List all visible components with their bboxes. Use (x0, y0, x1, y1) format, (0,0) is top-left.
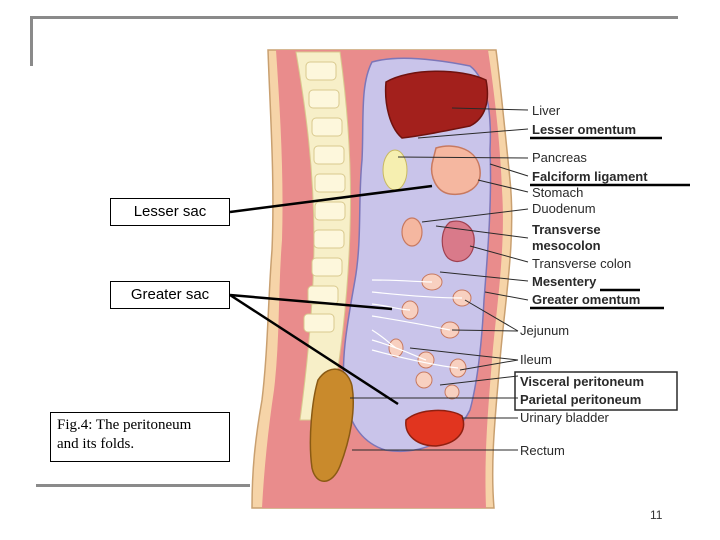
liver (384, 70, 489, 139)
label-duodenum: Duodenum (532, 201, 596, 216)
label-transverse-mesocolon-line2: mesocolon (532, 238, 601, 253)
frame-top-rule (30, 16, 678, 19)
caption-line-1: Fig.4: The peritoneum (57, 417, 192, 433)
frame-bottom-rule (36, 484, 250, 487)
label-urinary-bladder: Urinary bladder (520, 410, 610, 425)
mesentery-folds (371, 279, 463, 369)
vertebrae (303, 61, 346, 333)
label-underlines (530, 136, 690, 310)
duodenum (401, 217, 423, 247)
label-mesentery: Mesentery (532, 274, 597, 289)
frame-left-rule (30, 16, 33, 66)
rectum (309, 368, 354, 482)
greater-sac-box: Greater sac (110, 281, 230, 309)
label-stomach: Stomach (532, 185, 583, 200)
page-number: 11 (650, 508, 663, 522)
caption-line-2: and its folds. (57, 436, 135, 452)
leader-lines (229, 107, 529, 451)
label-parietal-peritoneum: Parietal peritoneum (520, 392, 641, 407)
pancreas (382, 149, 408, 191)
label-falciform-ligament: Falciform ligament (532, 169, 648, 184)
label-visceral-peritoneum: Visceral peritoneum (520, 374, 644, 389)
label-rectum: Rectum (520, 443, 565, 458)
stomach (430, 145, 481, 196)
label-transverse-mesocolon-line1: Transverse (532, 222, 601, 237)
label-greater-omentum: Greater omentum (532, 292, 640, 307)
label-liver: Liver (532, 103, 561, 118)
label-transverse-colon: Transverse colon (532, 256, 631, 271)
label-jejunum: Jejunum (520, 323, 569, 338)
figure-caption: Fig.4: The peritoneum and its folds. (50, 412, 230, 462)
peritoneum-label-frame (514, 371, 678, 411)
label-lesser-omentum: Lesser omentum (532, 122, 636, 137)
lesser-sac-box: Lesser sac (110, 198, 230, 226)
label-pancreas: Pancreas (532, 150, 587, 165)
transverse-colon (441, 220, 475, 263)
urinary-bladder (405, 409, 465, 447)
label-ileum: Ileum (520, 352, 552, 367)
